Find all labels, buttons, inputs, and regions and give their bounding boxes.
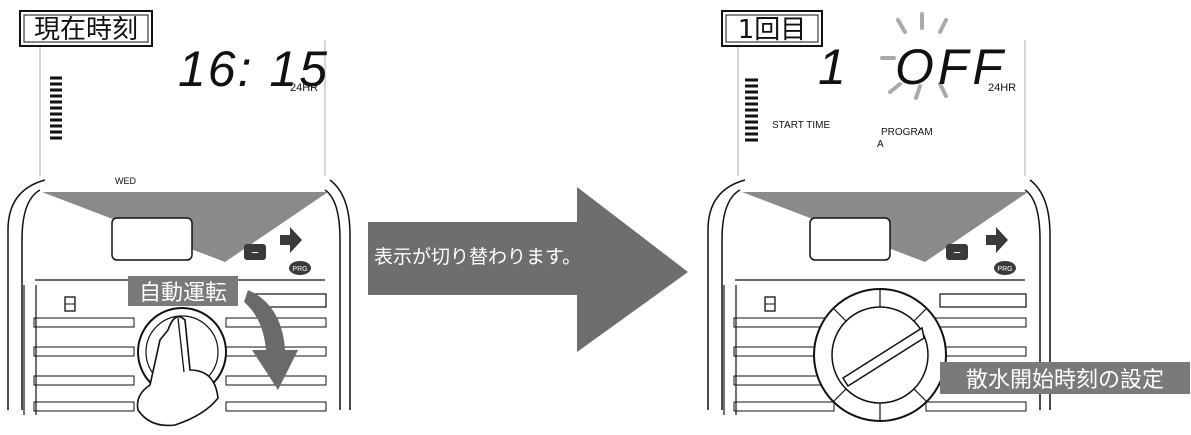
left-prg-button[interactable] [289, 261, 311, 275]
right-dial-pointer [841, 326, 925, 388]
left-housing [7, 179, 351, 410]
left-time-display: 16: 15 [178, 41, 329, 97]
right-start-time-label: START TIME [772, 120, 830, 131]
right-prg-button[interactable] [994, 261, 1016, 275]
left-dial-label-bg [128, 276, 238, 306]
left-lcd-window [111, 217, 193, 261]
rotate-arrow-icon [244, 290, 298, 390]
right-lcd-window [809, 217, 891, 261]
left-label-box [19, 10, 153, 47]
left-signal-bars [50, 76, 62, 140]
transition-arrow-shape [368, 187, 688, 352]
right-minus-label: − [953, 245, 961, 260]
right-dial-label: 散水開始時刻の設定 [966, 368, 1164, 393]
right-label-text: 1回目 [738, 15, 807, 45]
right-lcd-outline [737, 40, 1026, 176]
right-prg-label: PRG [997, 266, 1012, 273]
left-mode-label: 24HR [290, 82, 318, 94]
left-prg-label: PRG [292, 266, 307, 273]
right-right-arrow-button[interactable] [986, 227, 1008, 253]
hand-icon [136, 315, 219, 427]
right-housing [707, 179, 1051, 410]
right-signal-bars [745, 78, 758, 142]
left-minus-label: − [251, 245, 259, 260]
right-status-display: OFF [895, 39, 1007, 95]
transition-caption: 表示が切り替わります。 [374, 246, 581, 268]
left-lcd-outline [39, 40, 326, 176]
right-program-value: A [877, 139, 884, 150]
left-right-arrow-button[interactable] [280, 227, 302, 253]
left-dial-label: 自動運転 [139, 281, 227, 306]
left-controller: 現在時刻 16: 15 24HR WED − PRG [7, 10, 351, 427]
right-minus-button[interactable] [946, 244, 968, 260]
right-mode-label: 24HR [988, 82, 1016, 94]
right-controller: 1回目 1 OFF 24HR START TIME PROGRAM A − PR… [707, 10, 1190, 422]
right-start-number: 1 [818, 39, 846, 95]
left-day-label: WED [115, 176, 136, 186]
right-dial-label-bg [940, 362, 1190, 394]
transition-arrow: 表示が切り替わります。 [368, 187, 688, 352]
left-label-text: 現在時刻 [34, 15, 138, 45]
blink-rays-icon [880, 12, 948, 100]
left-minus-button[interactable] [244, 244, 266, 260]
right-program-label: PROGRAM [881, 127, 933, 138]
right-label-box [721, 10, 823, 47]
